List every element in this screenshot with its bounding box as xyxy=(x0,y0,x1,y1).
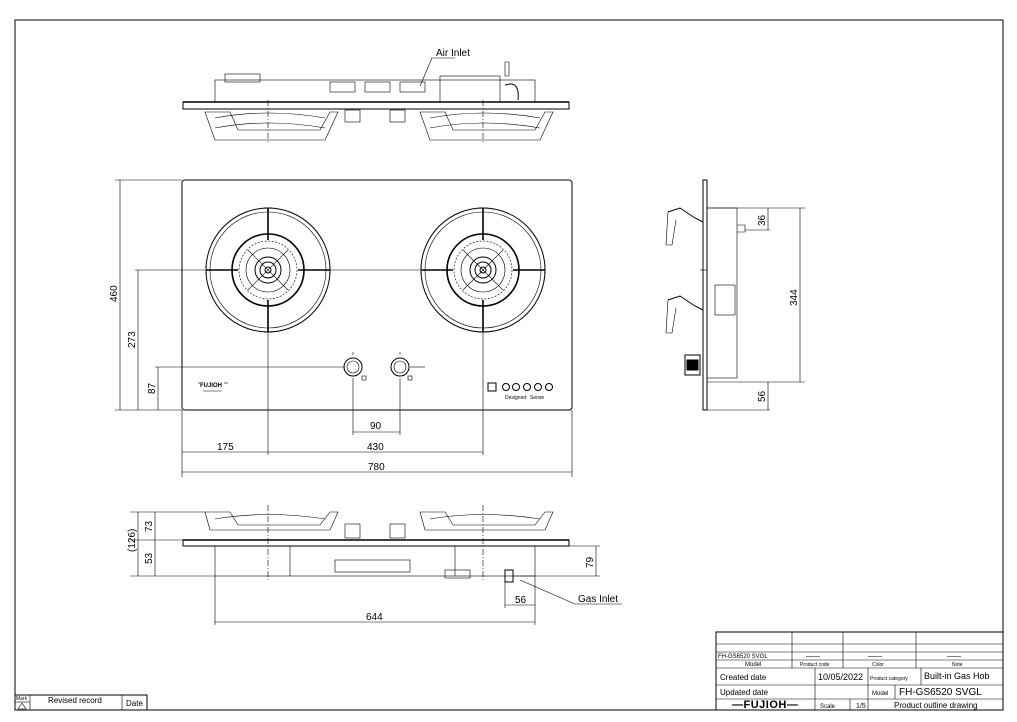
dim-126: (126) xyxy=(127,529,138,552)
dim-53: 53 xyxy=(144,552,155,564)
dim-87: 87 xyxy=(147,382,158,394)
title-drawing-title: Product outline drawing xyxy=(894,701,978,710)
title-model-value: FH-GS6520 SVGL xyxy=(718,654,768,660)
front-view: Gas Inlet (126) 73 53 79 56 644 xyxy=(127,505,622,625)
title-product-category-label: Product category xyxy=(870,676,908,682)
touch-controls: Designed Sense xyxy=(487,382,553,401)
plan-view: FUJIOH Designed Sense xyxy=(109,179,573,477)
title-note-label: Note xyxy=(952,662,963,668)
title-model-value-2: FH-GS6520 SVGL xyxy=(899,687,982,698)
glass-brand-label: FUJIOH xyxy=(200,383,222,389)
title-model-label-2: Model xyxy=(872,691,888,697)
title-scale-value: 1/5 xyxy=(856,703,866,710)
dim-780: 780 xyxy=(368,462,385,473)
air-inlet-label: Air Inlet xyxy=(436,48,470,59)
glass-top-outline xyxy=(181,179,573,411)
dim-90: 90 xyxy=(370,421,382,432)
title-brand-logo: —FUJIOH— xyxy=(732,699,798,711)
left-burner xyxy=(205,207,331,333)
control-label-designed: Designed xyxy=(505,395,526,401)
dim-175: 175 xyxy=(217,442,234,453)
title-model-label: Model xyxy=(745,662,761,668)
revision-block: Mark Revised record Date xyxy=(14,694,148,711)
dim-56-front: 56 xyxy=(515,595,527,606)
title-created-date-value: 10/05/2022 xyxy=(818,672,863,682)
title-product-code-label: Product code xyxy=(800,662,830,668)
title-block: FH-GS6520 SVGL —— —— —— Model Product co… xyxy=(715,631,1004,711)
control-label-sense: Sense xyxy=(530,395,544,401)
dim-56-side: 56 xyxy=(757,390,768,402)
dim-644: 644 xyxy=(366,612,383,623)
top-profile-view: Air Inlet xyxy=(182,48,570,142)
title-dash-2: —— xyxy=(868,653,882,660)
side-view: 36 344 56 xyxy=(665,179,805,411)
dim-344: 344 xyxy=(789,289,800,306)
revision-date-label: Date xyxy=(126,699,143,708)
title-dash-3: —— xyxy=(947,653,961,660)
title-dash-1: —— xyxy=(806,653,820,660)
dim-460: 460 xyxy=(109,285,120,302)
title-updated-date-label: Updated date xyxy=(720,688,769,697)
title-product-category-value: Built-in Gas Hob xyxy=(924,671,990,681)
revised-record-label: Revised record xyxy=(48,696,102,705)
gas-inlet-label: Gas Inlet xyxy=(578,594,618,605)
title-created-date-label: Created date xyxy=(720,673,767,682)
dim-73: 73 xyxy=(144,520,155,532)
sheet-border xyxy=(14,19,1004,711)
control-knobs xyxy=(343,352,425,381)
title-scale-label: Scale xyxy=(820,704,836,710)
title-color-label: Color xyxy=(872,662,884,668)
revision-mark-label: Mark xyxy=(16,696,28,702)
right-burner xyxy=(420,207,546,333)
dim-36: 36 xyxy=(757,214,768,226)
dim-273: 273 xyxy=(127,331,138,348)
dim-79: 79 xyxy=(585,556,596,568)
dim-430: 430 xyxy=(367,442,384,453)
